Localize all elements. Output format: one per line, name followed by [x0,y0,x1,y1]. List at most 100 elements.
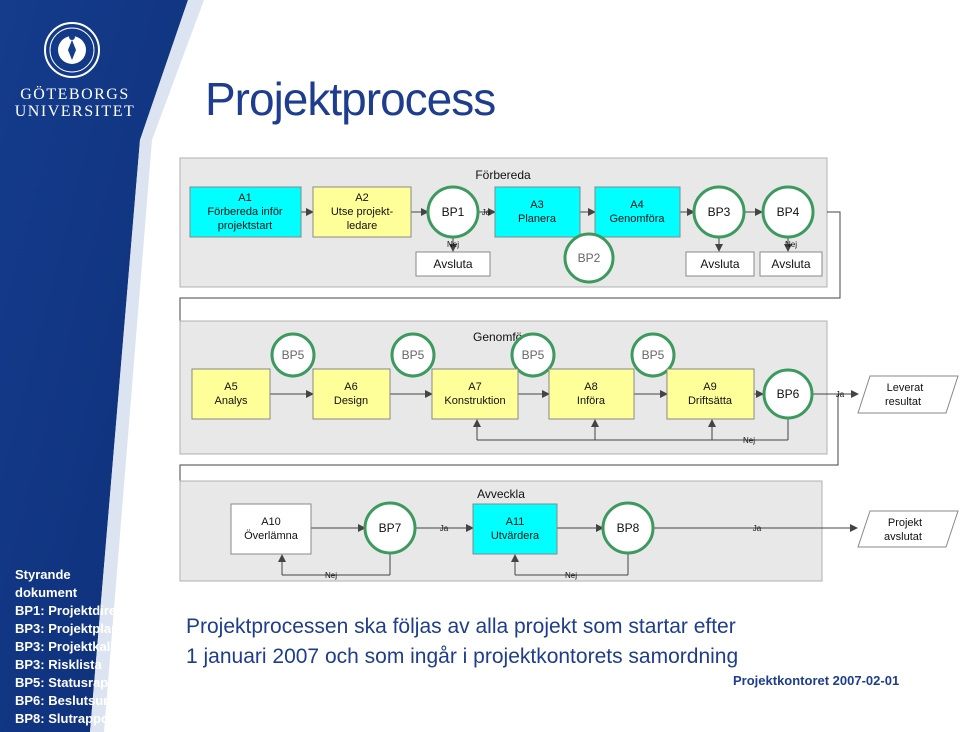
sidebar-item: BP5: Statusrapport [15,675,134,690]
activity-a5 [191,368,271,420]
result-leverat [857,375,959,414]
bp5-label: BP5 [282,348,305,362]
sidebar-item: BP6: Beslutsunderlag [15,693,151,708]
a6-label: Design [334,395,368,407]
sidebar-item: BP3: Projektplan [15,621,120,636]
body-line: 1 januari 2007 och som ingår i projektko… [186,645,739,668]
body-text: Projektprocessen ska följas av alla proj… [186,612,946,672]
decision-bp5 [630,332,676,378]
a11-label: Utvärdera [491,530,540,542]
decision-bp3 [692,185,746,239]
bp8-label: BP8 [617,521,640,535]
activity-a6 [312,368,391,420]
a1-label: A1 [238,192,251,204]
a1-label: Förbereda inför [207,206,283,218]
yes-label: Ja [836,390,845,399]
bp6-label: BP6 [777,387,800,401]
projekt-label: Projekt [888,517,922,529]
a10-label: A10 [261,516,281,528]
activity-a11 [472,503,558,555]
a1-label: projektstart [218,220,272,232]
body-line: Projektprocessen ska följas av alla proj… [186,615,736,638]
sidebar-item: BP8: Slutrapport [15,711,119,726]
yes-label: Ja [440,524,449,533]
leverat-label: Leverat [887,382,924,394]
avsluta-label: Avsluta [433,257,472,271]
logo-line2: UNIVERSITET [14,103,136,120]
end-avsluta-2 [685,251,755,277]
sidebar-item: BP1: Projektdirektiv [15,603,139,618]
activity-a8 [548,368,635,420]
decision-bp1 [426,185,480,239]
a8-label: A8 [584,381,597,393]
activity-a1 [189,186,302,238]
decision-bp5 [390,332,436,378]
activity-a7 [431,368,519,420]
bp3-label: BP3 [708,205,731,219]
bp2-label: BP2 [578,251,601,265]
a3-label: A3 [530,199,543,211]
a10-label: Överlämna [244,530,299,542]
decision-bp8 [601,501,655,555]
a2-label: ledare [347,220,378,232]
a9-label: Driftsätta [688,395,733,407]
page-title: Projektprocess [205,73,496,125]
phase-title: Avveckla [477,487,525,501]
sidebar-item: BP3: Projektkalkyl [15,639,129,654]
sidebar-item: BP3: Risklista [15,657,102,672]
a7-label: Konstruktion [444,395,505,407]
bp4-label: BP4 [777,205,800,219]
end-avsluta-1 [415,251,491,277]
bp1-label: BP1 [442,205,465,219]
bp5-label: BP5 [402,348,425,362]
decision-bp7 [363,501,417,555]
a5-label: A5 [224,381,237,393]
decision-bp2 [563,232,615,284]
a4-label: A4 [630,199,643,211]
no-label: Nej [565,571,577,580]
activity-a10 [230,503,312,555]
activity-a3 [494,186,581,238]
sidebar-background [0,0,204,732]
a2-label: Utse projekt- [331,206,394,218]
avsluta-label: Avsluta [700,257,739,271]
a2-label: A2 [355,192,368,204]
no-label: Nej [447,240,459,249]
activity-a2 [312,186,412,238]
sidebar-heading: Styrande [15,567,71,582]
end-avsluta-3 [759,251,823,277]
logo-line1: GÖTEBORGS [20,86,130,103]
governing-documents-list: Styrande dokument BP1: Projektdirektiv B… [15,566,150,728]
footer-credit: Projektkontoret 2007-02-01 [733,673,900,688]
decision-bp6 [762,368,814,420]
no-label: Nej [785,240,797,249]
bp5-label: BP5 [522,348,545,362]
decision-bp4 [761,185,815,239]
leverat-label: resultat [885,396,921,408]
decision-bp5 [270,332,316,378]
a9-label: A9 [703,381,716,393]
no-label: Nej [743,436,755,445]
bp5-label: BP5 [642,348,665,362]
decision-bp5 [510,332,556,378]
bp7-label: BP7 [379,521,402,535]
result-projekt-avslutat [857,510,959,548]
activity-a4 [594,186,681,238]
a11-label: A11 [506,516,525,528]
avsluta-label: Avsluta [771,257,810,271]
a8-label: Införa [577,395,606,407]
university-logo: GÖTEBORGS UNIVERSITET [0,0,160,130]
yes-label: Ja [753,524,762,533]
a4-label: Genomföra [609,213,665,225]
projekt-label: avslutat [884,531,922,543]
a7-label: A7 [468,381,481,393]
a5-label: Analys [214,395,248,407]
phase-title: Förbereda [475,168,531,182]
no-label: Nej [325,571,337,580]
a6-label: A6 [344,381,357,393]
activity-a9 [666,368,755,420]
sidebar-heading: dokument [15,585,78,600]
seal-icon [44,22,100,78]
yes-label: Ja [482,208,491,217]
